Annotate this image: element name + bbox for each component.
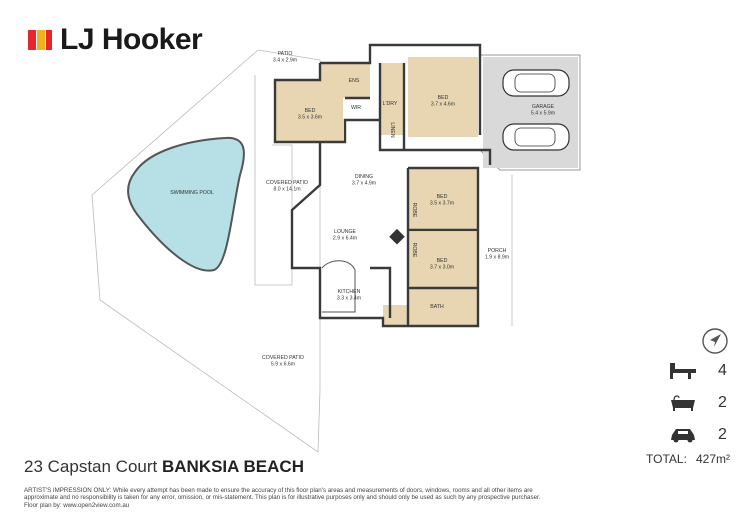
car-top-icon [502, 69, 570, 97]
room-bed-2 [408, 57, 478, 137]
wall [378, 63, 492, 165]
bed-icon [670, 363, 696, 379]
bathrooms-count: 2 [718, 394, 727, 411]
disclaimer: ARTIST'S IMPRESSION ONLY: While every at… [24, 487, 564, 509]
brand-name: LJ Hooker [60, 23, 203, 56]
address-street: 23 Capstan Court [24, 457, 158, 476]
car-top-icon [502, 123, 570, 151]
car-icon [671, 429, 695, 443]
room-laundry [380, 63, 404, 135]
room-label: L'DRY [383, 101, 398, 107]
site-outline [91, 49, 321, 453]
total-value: 427m² [696, 452, 731, 466]
room-label: WIR [351, 105, 361, 111]
room-label: BATH [430, 304, 444, 310]
fireplace-icon [389, 228, 405, 245]
patio-outline [254, 75, 293, 286]
swimming-pool [127, 136, 245, 272]
logo-mark-icon [28, 30, 52, 50]
room-bed-3 [408, 168, 478, 230]
total-area: TOTAL: 427m² [646, 452, 730, 466]
address-suburb: BANKSIA BEACH [161, 457, 304, 476]
brand-logo: LJ Hooker [28, 22, 203, 58]
bath-icon [671, 395, 695, 411]
compass-icon [702, 328, 728, 354]
kitchen-bench [321, 260, 356, 313]
room-label: ENS [349, 78, 360, 84]
property-address: 23 Capstan Court BANKSIA BEACH [24, 457, 304, 477]
wall [273, 63, 380, 144]
bedrooms-count: 4 [718, 362, 727, 379]
room-label: ROBE [411, 243, 417, 258]
room-label: SWIMMING POOL [170, 190, 214, 196]
wall [370, 266, 392, 318]
room-wc [383, 305, 407, 326]
total-label: TOTAL: [646, 452, 687, 466]
disclaimer-text: ARTIST'S IMPRESSION ONLY: While every at… [24, 487, 541, 502]
room-label: ROBE [411, 203, 417, 218]
floorplan-credit: Floor plan by: www.open2view.com.au [24, 501, 130, 509]
room-bed-4 [408, 232, 478, 288]
room-label: LINEN [389, 122, 395, 138]
cars-count: 2 [718, 426, 727, 443]
wall [290, 142, 480, 328]
wall [320, 43, 482, 135]
room-ensuite [320, 63, 370, 98]
room-bath [408, 288, 478, 326]
